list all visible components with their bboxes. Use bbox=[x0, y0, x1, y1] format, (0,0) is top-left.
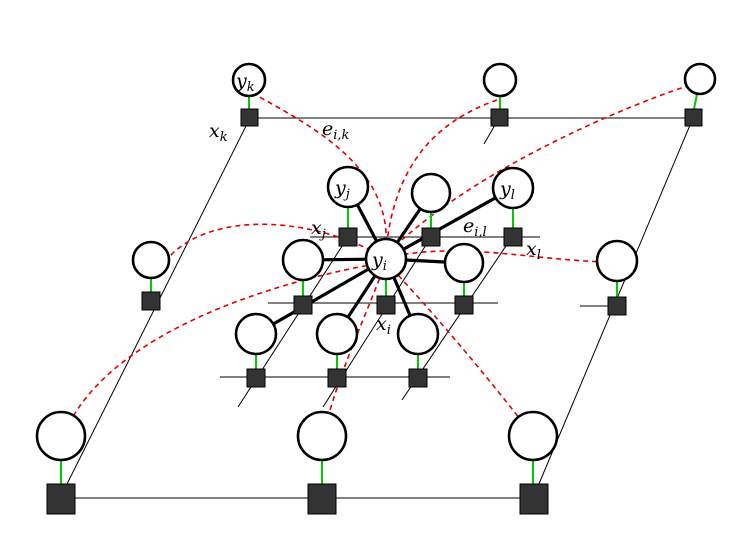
factor-square bbox=[408, 368, 428, 388]
observation-edges bbox=[60, 93, 698, 484]
long-range-edge bbox=[64, 261, 387, 433]
label-y-l: yl bbox=[499, 178, 515, 203]
label-node bbox=[364, 237, 408, 281]
factor-square bbox=[684, 108, 703, 127]
label-node bbox=[296, 410, 348, 462]
factor-square bbox=[503, 227, 523, 247]
label-node bbox=[35, 410, 87, 462]
long-range-edge bbox=[385, 261, 531, 433]
label-node bbox=[326, 165, 370, 209]
long-range-edge bbox=[385, 250, 616, 263]
factor-square bbox=[490, 108, 509, 127]
factor-square bbox=[327, 368, 347, 388]
neighbor-edge bbox=[385, 186, 514, 261]
label-node bbox=[410, 172, 452, 214]
factor-squares bbox=[46, 108, 703, 515]
label-node bbox=[683, 62, 717, 96]
long-range-edge bbox=[385, 99, 498, 251]
factor-square bbox=[376, 295, 396, 315]
label-node bbox=[315, 312, 359, 356]
factor-square bbox=[141, 291, 161, 311]
long-range-edge bbox=[251, 92, 388, 251]
neighbor-edge bbox=[255, 257, 387, 336]
label-node bbox=[443, 242, 485, 284]
label-node bbox=[231, 62, 267, 98]
label-y-i: yi bbox=[371, 249, 387, 274]
label-node bbox=[131, 240, 171, 280]
label-x-j: xj bbox=[311, 217, 326, 242]
label-node bbox=[281, 238, 325, 282]
label-y-k: yk bbox=[235, 70, 255, 95]
factor-square bbox=[307, 483, 337, 515]
label-nodes bbox=[35, 62, 717, 462]
long-range-edge bbox=[385, 84, 691, 256]
factor-square bbox=[338, 227, 358, 247]
factor-square bbox=[519, 483, 549, 515]
factor-square bbox=[246, 368, 266, 388]
label-node bbox=[396, 312, 440, 356]
label-node bbox=[234, 312, 278, 356]
observation-edge bbox=[693, 93, 698, 110]
label-node bbox=[491, 166, 535, 210]
label-e-il: ei,l bbox=[463, 215, 487, 240]
factor-square bbox=[46, 483, 76, 515]
factor-square bbox=[421, 227, 441, 247]
label-x-l: xl bbox=[526, 238, 541, 263]
math-labels: yk xk ei,k yj xj yl ei,l xl yi xi bbox=[209, 70, 541, 338]
label-x-k: xk bbox=[209, 120, 228, 145]
factor-square bbox=[240, 108, 259, 127]
factor-square bbox=[607, 296, 627, 316]
factor-square bbox=[454, 295, 474, 315]
label-e-ik: ei,k bbox=[322, 118, 350, 143]
label-y-j: yj bbox=[334, 177, 350, 202]
label-node bbox=[482, 62, 518, 98]
label-node bbox=[595, 239, 639, 283]
label-x-i: xi bbox=[376, 313, 391, 338]
factor-square bbox=[293, 295, 313, 315]
label-node bbox=[507, 410, 559, 462]
